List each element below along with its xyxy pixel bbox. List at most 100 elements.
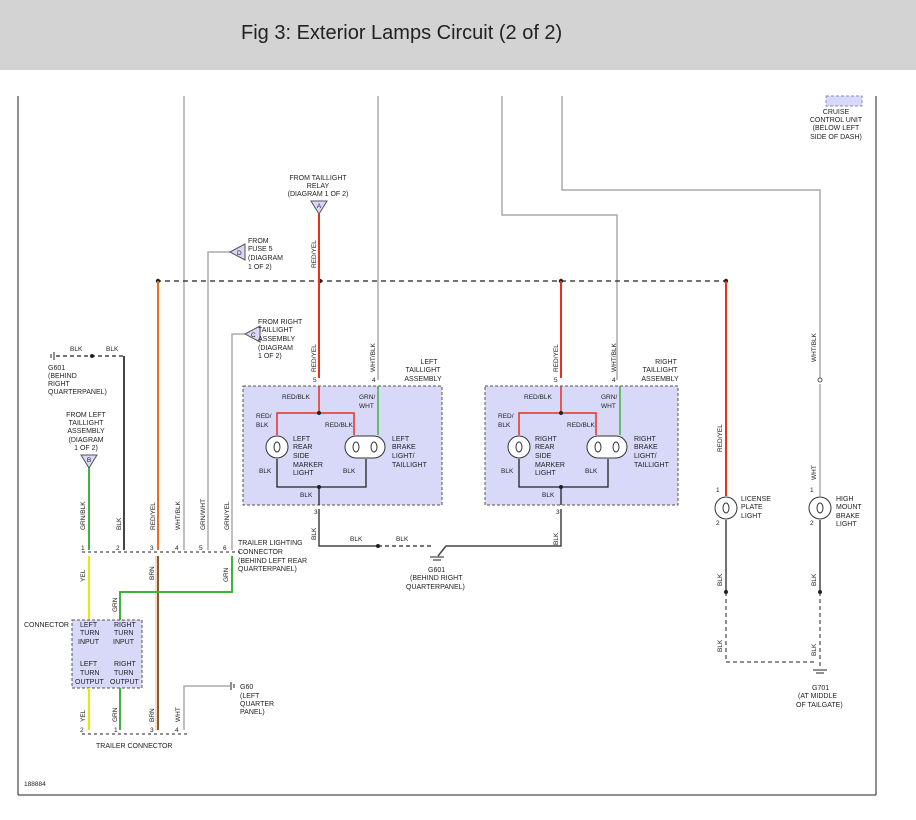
svg-text:OUTPUT: OUTPUT <box>75 679 105 686</box>
svg-text:BLK: BLK <box>300 492 313 499</box>
relay-label-1: RELAY <box>307 183 330 190</box>
svg-text:TAILLIGHT: TAILLIGHT <box>634 462 670 469</box>
svg-text:RIGHT: RIGHT <box>114 622 137 629</box>
svg-text:QUARTERPANEL): QUARTERPANEL) <box>406 584 465 591</box>
svg-text:BRAKE: BRAKE <box>634 444 658 451</box>
license-plate-bulb <box>714 496 738 520</box>
svg-text:5: 5 <box>313 377 317 384</box>
g601l-2: RIGHT <box>48 381 71 388</box>
svg-text:BRAKE: BRAKE <box>392 444 416 451</box>
svg-text:1: 1 <box>716 487 720 494</box>
svg-text:RIGHT: RIGHT <box>535 436 558 443</box>
rtl-label-1: TAILLIGHT <box>258 327 294 334</box>
svg-text:4: 4 <box>372 377 376 384</box>
svg-text:BLK: BLK <box>717 639 724 652</box>
svg-text:2: 2 <box>80 727 84 734</box>
figure-title: Fig 3: Exterior Lamps Circuit (2 of 2) <box>241 22 563 44</box>
svg-text:WHT/BLK: WHT/BLK <box>611 342 618 372</box>
svg-text:3: 3 <box>556 509 560 516</box>
svg-text:LEFT: LEFT <box>392 436 410 443</box>
svg-text:REAR: REAR <box>535 444 554 451</box>
fuse5-label-2: (DIAGRAM <box>248 255 283 262</box>
svg-text:5: 5 <box>199 545 203 552</box>
svg-text:PANEL): PANEL) <box>240 709 265 716</box>
figure-header: Fig 3: Exterior Lamps Circuit (2 of 2) <box>0 0 916 70</box>
svg-text:REAR: REAR <box>293 444 312 451</box>
svg-text:G60: G60 <box>240 684 253 691</box>
svg-text:BLK: BLK <box>311 527 318 540</box>
svg-text:MOUNT: MOUNT <box>836 504 862 511</box>
rtl-label-3: (DIAGRAM <box>258 345 293 352</box>
svg-text:TAILLIGHT: TAILLIGHT <box>392 462 428 469</box>
wl-grn-2: GRN <box>112 597 119 612</box>
svg-text:BLK: BLK <box>811 573 818 586</box>
relay-label-0: FROM TAILLIGHT <box>289 175 347 182</box>
ltl-0: FROM LEFT <box>66 412 106 419</box>
svg-text:BLK: BLK <box>259 468 272 475</box>
ltl-2: ASSEMBLY <box>67 428 105 435</box>
svg-text:BLK: BLK <box>350 536 363 543</box>
svg-text:RED/: RED/ <box>498 413 514 420</box>
svg-text:PLATE: PLATE <box>741 504 763 511</box>
svg-text:RED/BLK: RED/BLK <box>325 422 353 429</box>
svg-text:ASSEMBLY: ASSEMBLY <box>404 376 442 383</box>
rtl-label-2: ASSEMBLY <box>258 336 296 343</box>
wl-whtblk-l: WHT/BLK <box>370 342 377 372</box>
wl-whtblk-4: WHT/BLK <box>175 500 182 530</box>
cruise-label-1: CONTROL UNIT <box>810 117 863 124</box>
tag-d-text: D <box>237 250 242 257</box>
svg-text:SIDE: SIDE <box>535 453 552 460</box>
wl-redyel-3: RED/YEL <box>150 502 157 530</box>
g601l-1: (BEHIND <box>48 373 77 380</box>
wl-brn-2: BRN <box>149 708 156 722</box>
svg-text:5: 5 <box>554 377 558 384</box>
tlc-1: CONNECTOR <box>238 549 283 556</box>
svg-text:OUTPUT: OUTPUT <box>110 679 140 686</box>
svg-text:WHT: WHT <box>601 403 616 410</box>
wht-wire-g60 <box>183 685 230 730</box>
wl-grnwht-5: GRN/WHT <box>200 499 207 530</box>
svg-text:LEFT: LEFT <box>293 436 311 443</box>
svg-text:BLK: BLK <box>501 468 514 475</box>
svg-text:(BEHIND RIGHT: (BEHIND RIGHT <box>410 575 463 582</box>
svg-text:TAILLIGHT: TAILLIGHT <box>406 367 442 374</box>
svg-text:BLK: BLK <box>256 422 269 429</box>
cruise-control-box <box>825 95 863 107</box>
tag-b-text: B <box>87 457 91 464</box>
svg-text:TURN: TURN <box>114 630 133 637</box>
g601l-3: QUARTERPANEL) <box>48 389 107 396</box>
trailer-connector-label: TRAILER CONNECTOR <box>96 743 173 750</box>
svg-text:1: 1 <box>114 727 118 734</box>
svg-text:LIGHT: LIGHT <box>535 470 556 477</box>
svg-text:1: 1 <box>810 487 814 494</box>
wl-grn-1: GRN <box>223 567 230 582</box>
connector-box <box>71 619 143 689</box>
svg-text:RED/BLK: RED/BLK <box>567 422 595 429</box>
wl-yel-1: YEL <box>80 569 87 582</box>
svg-text:2: 2 <box>716 520 720 527</box>
svg-text:RED/YEL: RED/YEL <box>717 424 724 452</box>
svg-text:RED/YEL: RED/YEL <box>553 344 560 372</box>
fuse5-label-0: FROM <box>248 238 269 245</box>
svg-text:LEFT: LEFT <box>80 622 98 629</box>
tag-c-text: C <box>251 332 256 339</box>
svg-text:LIGHT: LIGHT <box>836 521 857 528</box>
svg-text:RED/BLK: RED/BLK <box>282 394 310 401</box>
svg-text:3: 3 <box>150 545 154 552</box>
svg-text:ASSEMBLY: ASSEMBLY <box>641 376 679 383</box>
svg-text:LIGHT/: LIGHT/ <box>634 453 657 460</box>
svg-text:INPUT: INPUT <box>113 639 135 646</box>
relay-label-2: (DIAGRAM 1 OF 2) <box>288 191 349 198</box>
svg-text:BLK: BLK <box>396 536 409 543</box>
g601-blk-2: BLK <box>106 346 119 353</box>
svg-text:HIGH: HIGH <box>836 496 854 503</box>
svg-text:WHT/BLK: WHT/BLK <box>811 332 818 362</box>
svg-text:4: 4 <box>612 377 616 384</box>
svg-text:OF TAILGATE): OF TAILGATE) <box>796 702 843 709</box>
svg-text:6: 6 <box>223 545 227 552</box>
wl-grnblk: GRN/BLK <box>80 501 87 530</box>
svg-text:2: 2 <box>810 520 814 527</box>
tlc-2: (BEHIND LEFT REAR <box>238 558 307 565</box>
svg-text:BLK: BLK <box>811 643 818 656</box>
g601-blk-1: BLK <box>70 346 83 353</box>
